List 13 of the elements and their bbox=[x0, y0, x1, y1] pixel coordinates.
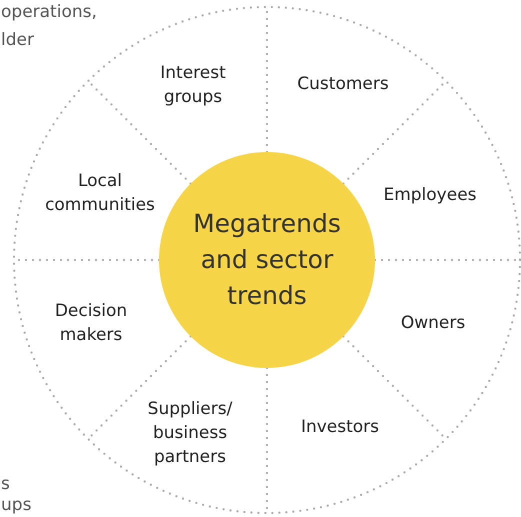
stakeholder-label: Investors bbox=[285, 415, 395, 439]
stakeholder-label: Customers bbox=[283, 72, 403, 96]
cropped-text: s bbox=[1, 474, 10, 495]
stakeholder-label: Owners bbox=[378, 311, 488, 335]
stakeholder-label: Suppliers/ business partners bbox=[135, 397, 245, 469]
cropped-text: lder bbox=[1, 30, 34, 51]
stakeholder-label: Decision makers bbox=[36, 299, 146, 347]
stakeholder-label: Local communities bbox=[35, 169, 165, 217]
cropped-text: operations, bbox=[1, 2, 97, 23]
cropped-text: ups bbox=[1, 495, 32, 516]
stakeholder-label: Employees bbox=[370, 183, 490, 207]
center-title: Megatrends and sector trends bbox=[192, 208, 342, 312]
stakeholder-label: Interest groups bbox=[138, 61, 248, 109]
